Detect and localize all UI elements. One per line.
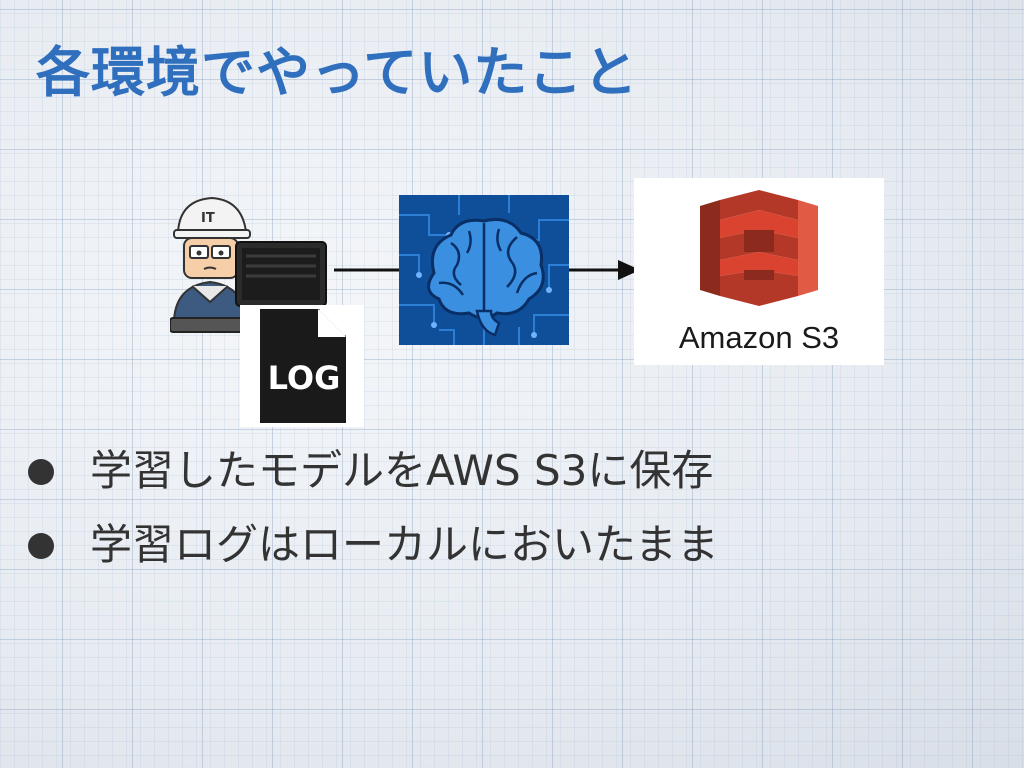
log-file-icon: LOG — [240, 305, 364, 427]
s3-label: Amazon S3 — [634, 320, 884, 356]
amazon-s3-logo: Amazon S3 — [634, 178, 884, 365]
bullet-dot-icon — [28, 533, 54, 559]
log-label: LOG — [258, 359, 350, 397]
slide-title: 各環境でやっていたこと — [36, 28, 638, 107]
bullet-list: 学習したモデルをAWS S3に保存 学習ログはローカルにおいたまま — [28, 440, 888, 588]
bullet-text: 学習ログはローカルにおいたまま — [90, 514, 870, 576]
ai-brain-icon — [399, 195, 569, 345]
bullet-text: 学習したモデルをAWS S3に保存 — [90, 440, 870, 502]
bullet-dot-icon — [28, 459, 54, 485]
list-item: 学習ログはローカルにおいたまま — [28, 514, 888, 576]
list-item: 学習したモデルをAWS S3に保存 — [28, 440, 888, 502]
svg-text:IT: IT — [201, 211, 215, 226]
